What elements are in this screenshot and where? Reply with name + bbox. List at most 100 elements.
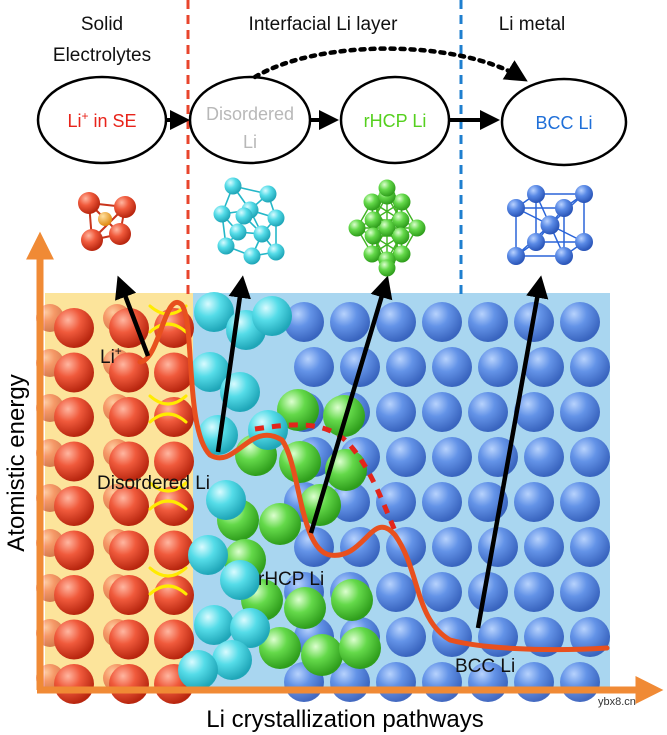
bcc-li-atom	[524, 437, 564, 477]
bcc-li-atom	[560, 392, 600, 432]
se-atom	[54, 619, 94, 660]
rhcp-structure-atom	[392, 211, 410, 229]
bcc-li-atom	[294, 347, 334, 387]
rhcp-structure-atom	[364, 211, 382, 229]
node-li-in-se-label: Li+ in SE	[67, 109, 136, 131]
node-bcc-li-label: BCC Li	[535, 113, 592, 133]
bcc-li-atom	[560, 482, 600, 522]
rhcp-li-atom	[301, 634, 343, 676]
bcc-li-atom	[570, 347, 610, 387]
bcc-structure-atom	[555, 247, 573, 265]
atom-spheres	[36, 292, 610, 704]
rhcp-li-atom	[331, 579, 373, 621]
se-atom	[109, 619, 149, 660]
energy-curve	[137, 299, 610, 653]
rhcp-li-atom	[339, 627, 381, 669]
bcc-li-atom	[376, 392, 416, 432]
se-atom	[54, 308, 94, 348]
bcc-li-atom	[386, 617, 426, 657]
bcc-li-atom	[386, 347, 426, 387]
hop-mark	[148, 481, 188, 493]
disordered-li-atom	[188, 535, 228, 575]
se-center-atom	[98, 212, 112, 226]
se-atom	[54, 575, 94, 615]
bcc-li-atom	[330, 302, 370, 342]
rhcp-structure-atom	[348, 219, 366, 237]
rhcp-structure-atom	[393, 245, 411, 263]
bcc-li-atom	[560, 662, 600, 702]
bcc-li-atom	[514, 572, 554, 612]
se-atom	[109, 664, 149, 704]
bcc-center-atom	[540, 215, 560, 235]
y-axis-label: Atomistic energy	[3, 374, 30, 551]
se-atom	[54, 530, 94, 571]
se-structure-atom	[109, 223, 131, 245]
bcc-structure-atom	[555, 199, 573, 217]
rhcp-structure-atom	[393, 193, 411, 211]
disordered-li-atom	[178, 650, 218, 690]
node-rhcp-li-label: rHCP Li	[364, 111, 427, 131]
se-atom	[154, 352, 194, 393]
bcc-li-atom	[478, 527, 518, 567]
flow-arrow-direct-path-dotted	[252, 46, 528, 82]
bcc-li-atom	[330, 482, 370, 522]
se-atom	[154, 575, 194, 615]
bcc-structure-atom	[507, 199, 525, 217]
rhcp-structure-atom	[378, 179, 396, 197]
bcc-li-atom	[422, 302, 462, 342]
se-atom	[109, 530, 149, 571]
bcc-li-atom	[376, 662, 416, 702]
curve-label-disordered-li: Disordered Li	[97, 473, 210, 494]
bcc-li-atom	[570, 437, 610, 477]
rhcp-structure-atom	[363, 193, 381, 211]
bcc-li-atom	[376, 572, 416, 612]
bcc-li-atom	[468, 302, 508, 342]
se-tetrahedron-structure	[78, 192, 136, 251]
bcc-li-atom	[570, 527, 610, 567]
bcc-li-atom	[386, 437, 426, 477]
header-solid-electrolytes-line1: Solid	[81, 14, 123, 35]
bcc-li-atom	[422, 482, 462, 522]
curve-label-rhcp-li: rHCP Li	[258, 569, 324, 590]
disordered-li-atom	[252, 296, 292, 336]
bcc-li-atom	[468, 392, 508, 432]
disordered-li-atom	[212, 640, 252, 680]
rhcp-li-atom	[259, 503, 301, 545]
se-atom	[109, 441, 149, 482]
bcc-structure-atom	[527, 185, 545, 203]
se-atom	[109, 397, 149, 437]
hop-mark	[148, 412, 188, 424]
se-atom	[154, 486, 194, 526]
bcc-li-atom	[524, 347, 564, 387]
energy-curve-alternative-dotted	[254, 422, 398, 532]
rhcp-structure-atom	[392, 227, 410, 245]
disordered-structure-atom	[267, 209, 285, 227]
bcc-li-atom	[514, 392, 554, 432]
rhcp-structure-atom	[378, 219, 396, 237]
hop-mark	[148, 322, 188, 334]
header-interfacial-li-layer: Interfacial Li layer	[249, 14, 399, 35]
bcc-structure-atom	[575, 185, 593, 203]
se-structure-atom	[114, 196, 136, 218]
se-atom	[154, 397, 194, 437]
rhcp-structure-atom	[364, 227, 382, 245]
bcc-li-atom	[560, 302, 600, 342]
disordered-structure-atom	[259, 185, 277, 203]
bcc-li-atom	[376, 482, 416, 522]
bcc-li-atom	[432, 527, 472, 567]
se-atom	[109, 486, 149, 526]
node-disordered-li-label-line1: Disordered	[206, 104, 294, 124]
header-li-metal: Li metal	[499, 14, 566, 35]
se-atom	[54, 352, 94, 393]
bcc-li-atom	[294, 527, 334, 567]
disordered-li-atom	[190, 352, 230, 392]
bcc-li-atom	[478, 347, 518, 387]
bcc-structure-atom	[527, 233, 545, 251]
disordered-li-atom	[230, 608, 270, 648]
bcc-li-atom	[524, 527, 564, 567]
rhcp-structure-atom	[378, 259, 396, 277]
bcc-li-atom	[468, 572, 508, 612]
curve-label-bcc-li: BCC Li	[455, 656, 515, 677]
x-axis-label: Li crystallization pathways	[206, 706, 483, 733]
